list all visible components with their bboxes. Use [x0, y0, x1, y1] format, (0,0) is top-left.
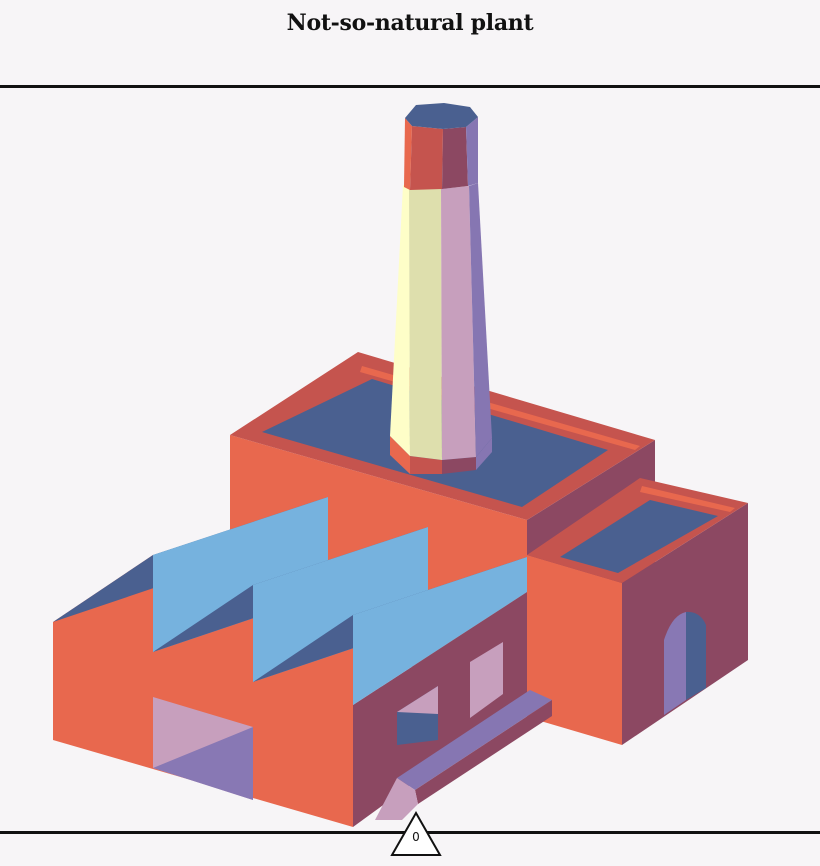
shed-window-right [470, 642, 503, 718]
shed-glazing-2 [253, 527, 428, 682]
loading-ramp-top [397, 690, 552, 790]
chimney-base-front [410, 456, 442, 474]
annex-roof [560, 500, 718, 573]
annex-door-shade [664, 612, 686, 715]
factory-scene [53, 103, 748, 827]
shed-left-wall [53, 555, 353, 827]
annex-door [686, 611, 706, 700]
chimney-shaft-front [409, 187, 442, 460]
top-divider [0, 85, 820, 88]
chimney-band-rear [466, 117, 478, 186]
annex-parapet-ledge [640, 486, 735, 512]
chimney-base-right [442, 457, 476, 474]
triangle-marker-icon[interactable] [389, 810, 443, 858]
chimney-base-left [390, 436, 410, 474]
loading-ramp-side [415, 700, 552, 804]
chimney-band-left [404, 118, 412, 190]
shed-doorway-floor [153, 727, 253, 800]
chimney-shaft-left [390, 185, 410, 456]
chimney-cap [405, 103, 478, 129]
annex-left-wall [527, 555, 622, 745]
marker-count: 0 [412, 830, 420, 844]
chimney-base-rear [476, 438, 492, 470]
page-title: Not-so-natural plant [286, 10, 534, 36]
shed-window-left-pane [397, 686, 438, 714]
shed-front-wall [353, 592, 527, 827]
chimney-band-front [410, 126, 443, 190]
chimney-shaft-rear [469, 183, 492, 457]
shed-glazing-1 [153, 497, 328, 652]
chimney-shaft-right [441, 186, 476, 460]
shed-glazing-3 [353, 557, 527, 705]
chimney-band-right [442, 127, 468, 189]
loading-ramp-step [375, 778, 418, 820]
